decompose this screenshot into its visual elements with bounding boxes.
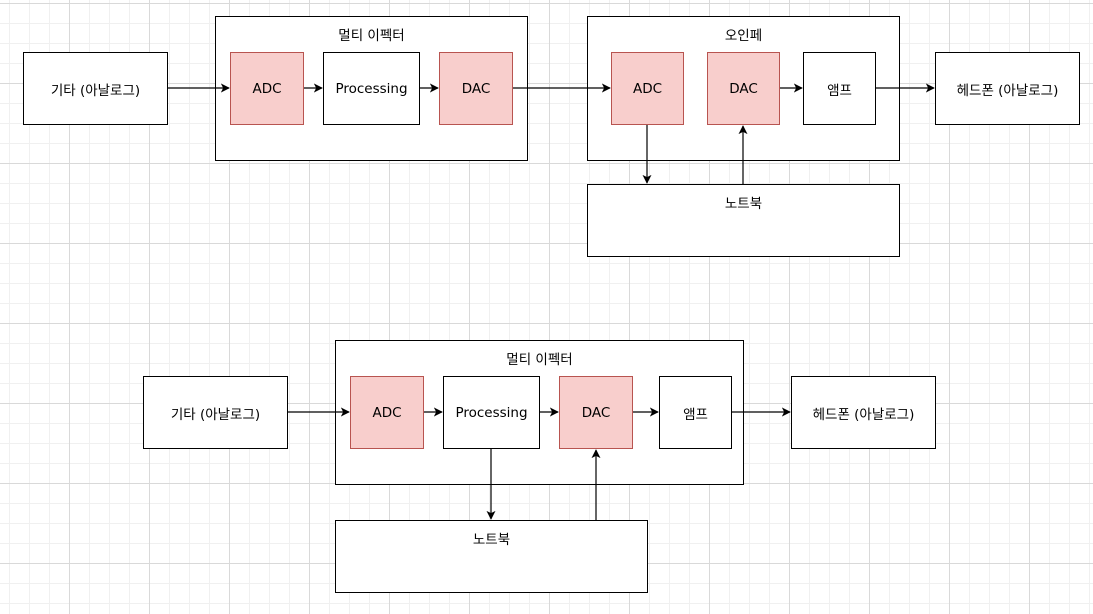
top-guitar-box[interactable]: 기타 (아날로그) — [23, 52, 168, 125]
top-processing-label: Processing — [335, 80, 408, 97]
top-headphone-label: 헤드폰 (아날로그) — [956, 82, 1059, 99]
top-interface-adc-box[interactable]: ADC — [611, 52, 684, 125]
top-notebook-label: 노트북 — [724, 196, 763, 212]
top-notebook-box[interactable]: 노트북 — [587, 184, 900, 257]
bottom-guitar-box[interactable]: 기타 (아날로그) — [143, 376, 288, 449]
top-audio-interface-label: 오인페 — [724, 28, 763, 44]
top-headphone-box[interactable]: 헤드폰 (아날로그) — [935, 52, 1080, 125]
bottom-notebook-label: 노트북 — [472, 532, 511, 548]
top-adc-label: ADC — [252, 80, 282, 97]
bottom-dac-box[interactable]: DAC — [559, 376, 633, 449]
bottom-processing-label: Processing — [455, 404, 528, 421]
bottom-headphone-box[interactable]: 헤드폰 (아날로그) — [791, 376, 936, 449]
bottom-guitar-label: 기타 (아날로그) — [170, 406, 261, 423]
top-amp-label: 앰프 — [827, 82, 852, 99]
top-dac-label: DAC — [461, 80, 491, 97]
bottom-adc-label: ADC — [372, 404, 402, 421]
bottom-dac-label: DAC — [581, 404, 611, 421]
top-interface-dac-box[interactable]: DAC — [707, 52, 780, 125]
bottom-amp-box[interactable]: 앰프 — [659, 376, 732, 449]
top-amp-box[interactable]: 앰프 — [803, 52, 876, 125]
bottom-notebook-box[interactable]: 노트북 — [335, 520, 648, 593]
bottom-headphone-label: 헤드폰 (아날로그) — [812, 406, 915, 423]
bottom-multi-effector-label: 멀티 이펙터 — [506, 352, 573, 368]
top-interface-adc-label: ADC — [632, 80, 663, 97]
top-guitar-label: 기타 (아날로그) — [50, 82, 141, 99]
top-multi-effector-label: 멀티 이펙터 — [338, 28, 405, 44]
bottom-amp-label: 앰프 — [683, 406, 708, 423]
top-interface-dac-label: DAC — [729, 80, 758, 97]
top-dac-box[interactable]: DAC — [439, 52, 513, 125]
bottom-processing-box[interactable]: Processing — [443, 376, 540, 449]
top-adc-box[interactable]: ADC — [230, 52, 304, 125]
top-processing-box[interactable]: Processing — [323, 52, 420, 125]
bottom-adc-box[interactable]: ADC — [350, 376, 424, 449]
